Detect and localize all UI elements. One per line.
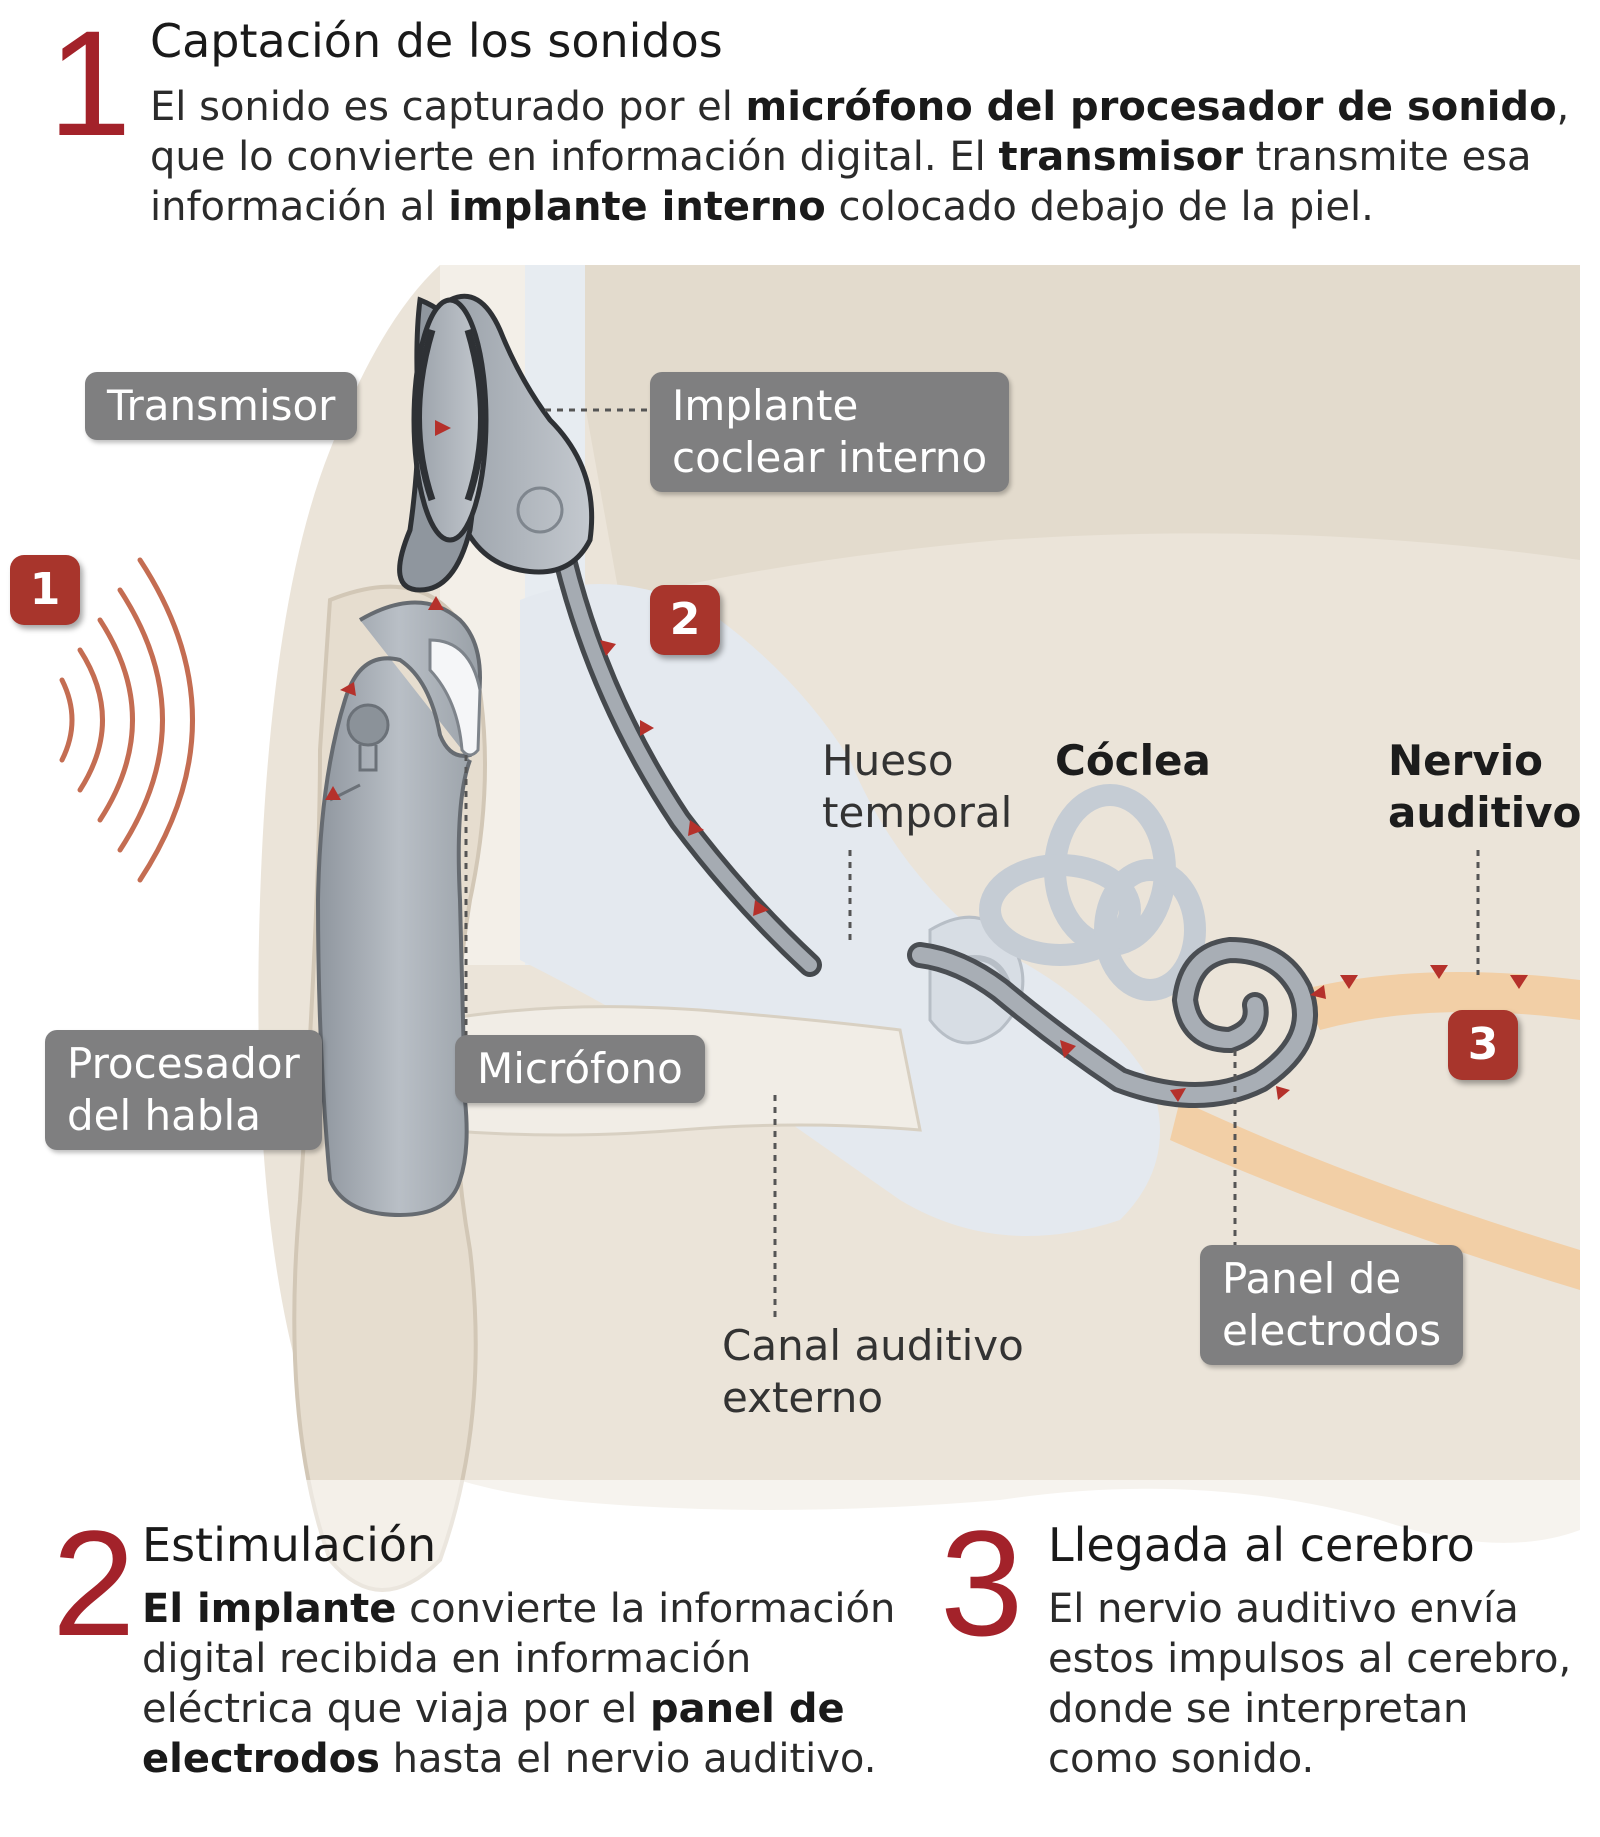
cochlea-label: Cóclea [1055, 736, 1211, 785]
step-badge-3: 3 [1448, 1010, 1518, 1080]
text-run: transmite esa información al [150, 134, 1532, 230]
section2-body: El implante convierte la información dig… [142, 1584, 932, 1784]
temporal-bone [520, 584, 1160, 1236]
electrode-panel-label: Panel de electrodos [1200, 1245, 1464, 1365]
speech-processor-label-line1: Procesador [67, 1039, 300, 1088]
text-run: colocado debajo de la piel. [825, 184, 1374, 230]
speech-processor-label-line2: del habla [67, 1091, 261, 1140]
step-badge-1: 1 [10, 555, 80, 625]
bold-text-run: micrófono del procesador de sonido [745, 84, 1557, 130]
electrode-panel-label-line1: Panel de [1222, 1254, 1402, 1303]
ear-canal-label-line2: externo [722, 1373, 884, 1422]
bold-text-run: implante interno [448, 184, 826, 230]
bold-text-run: El implante [142, 1586, 397, 1632]
transmitter-label: Transmisor [85, 372, 358, 440]
section3-number: 3 [940, 1499, 1024, 1667]
section3-body: El nervio auditivo envía estos impulsos … [1048, 1584, 1588, 1784]
semicircular-canals [979, 784, 1206, 1001]
section1-body: El sonido es capturado por el micrófono … [150, 82, 1570, 232]
text-run: El sonido es capturado por el [150, 84, 746, 130]
microphone-tip [428, 638, 482, 757]
bold-text-run: panel de electrodos [142, 1686, 845, 1782]
internal-implant-label-line1: Implante [672, 381, 859, 430]
auditory-nerve-label: Nervio auditivo [1388, 735, 1581, 839]
section2-title: Estimulación [142, 1518, 437, 1572]
temporal-bone-label: Hueso temporal [822, 735, 1012, 839]
text-run: convierte la información digital recibid… [142, 1586, 896, 1732]
section3-title: Llegada al cerebro [1048, 1518, 1475, 1572]
sound-waves [59, 557, 195, 883]
bold-text-run: transmisor [998, 134, 1243, 180]
ear-canal-label: Canal auditivo externo [722, 1320, 1024, 1424]
temporal-bone-label-line1: Hueso [822, 736, 954, 785]
step-badge-2: 2 [650, 585, 720, 655]
section2-number: 2 [52, 1499, 136, 1667]
temporal-bone-label-line2: temporal [822, 788, 1013, 837]
microphone-label: Micrófono [455, 1035, 705, 1103]
leader-lines [464, 408, 1480, 1320]
auditory-nerve-label-line1: Nervio [1388, 736, 1543, 785]
electrode-panel-label-line2: electrodos [1222, 1306, 1442, 1355]
electrode-array [907, 936, 1318, 1108]
text-run: , que lo convierte en información digita… [150, 84, 1570, 180]
section1-title: Captación de los sonidos [150, 14, 723, 68]
ear-canal-label-line1: Canal auditivo [722, 1321, 1024, 1370]
text-run: hasta el nervio auditivo. [379, 1736, 877, 1782]
auditory-nerve [1300, 972, 1580, 1030]
auditory-nerve-label-line2: auditivo [1388, 788, 1582, 837]
speech-processor-label: Procesador del habla [45, 1030, 322, 1150]
internal-implant-label: Implante coclear interno [650, 372, 1010, 492]
signal-arrows [325, 420, 1528, 1102]
internal-implant-label-line2: coclear interno [672, 433, 988, 482]
head-shade [560, 265, 1580, 600]
text-run: El nervio auditivo envía estos impulsos … [1048, 1586, 1572, 1782]
section1-number: 1 [48, 0, 132, 167]
